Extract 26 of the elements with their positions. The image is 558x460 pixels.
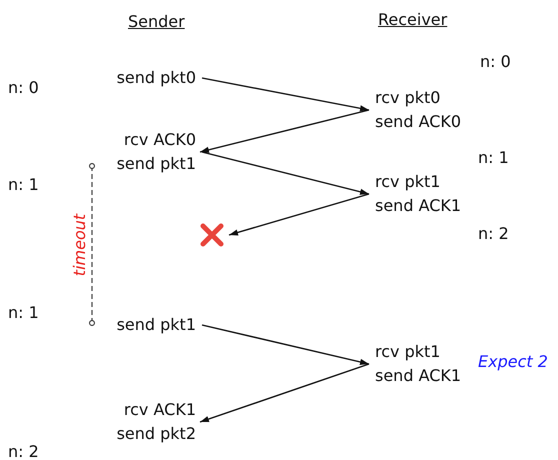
lost-packet-cross-icon xyxy=(199,222,225,248)
message-text: rcv pkt1 send ACK1 xyxy=(375,340,475,388)
counter-text: n: 0 xyxy=(8,78,39,98)
message-text: rcv pkt1 send ACK1 xyxy=(375,170,475,218)
message-arrow xyxy=(202,77,370,112)
message-arrow xyxy=(200,109,370,153)
message-text: rcv ACK0 send pkt1 xyxy=(96,128,196,176)
timer-line xyxy=(89,163,95,326)
message-arrow xyxy=(202,324,370,366)
counter-text: n: 1 xyxy=(8,303,39,323)
message-arrow xyxy=(202,151,370,195)
message-text: rcv ACK1 send pkt2 xyxy=(96,398,196,446)
counter-text: n: 1 xyxy=(478,148,509,168)
column-heading: Sender xyxy=(128,12,185,32)
message-text: send pkt1 xyxy=(116,313,196,337)
message-arrow xyxy=(228,193,370,236)
counter-text: n: 0 xyxy=(480,52,511,72)
column-heading: Receiver xyxy=(378,10,448,30)
note-text: Expect 2 xyxy=(478,352,548,372)
counter-text: n: 2 xyxy=(478,224,509,244)
message-arrow xyxy=(200,363,370,423)
message-text: rcv pkt0 send ACK0 xyxy=(375,86,475,134)
counter-text: n: 2 xyxy=(8,442,39,460)
message-text: send pkt0 xyxy=(116,66,196,90)
edge-label: timeout xyxy=(70,212,90,278)
counter-text: n: 1 xyxy=(8,175,39,195)
